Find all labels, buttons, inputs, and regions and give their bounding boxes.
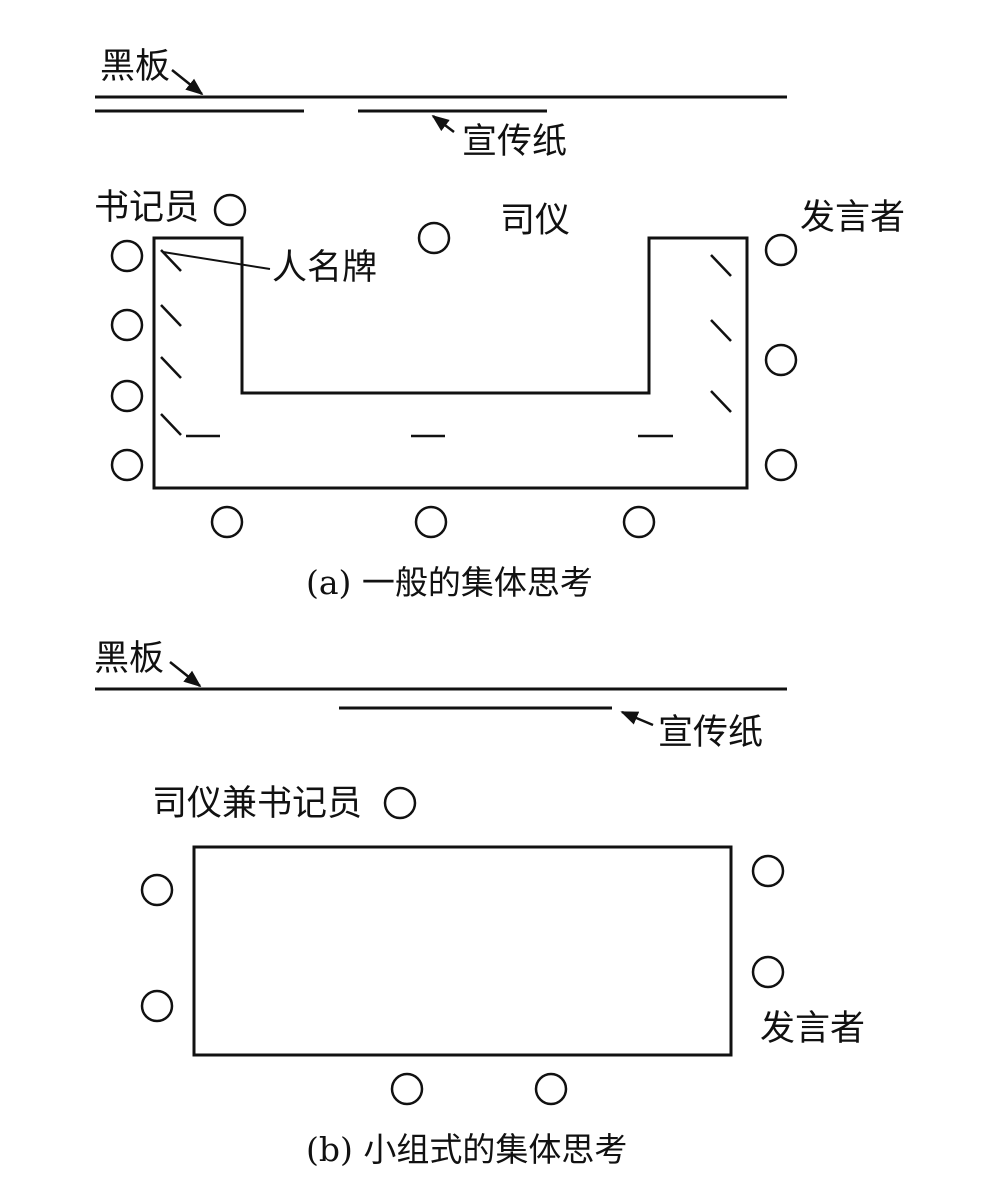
name-card xyxy=(710,254,732,277)
name-cards-a xyxy=(160,249,732,438)
name-card xyxy=(160,356,182,379)
recorder-label-a: 书记员 xyxy=(94,188,199,228)
seat xyxy=(140,989,174,1023)
caption-a: (a) 一般的集体思考 xyxy=(306,563,593,602)
moderator-recorder-label-b: 司仪兼书记员 xyxy=(152,784,362,824)
name-card xyxy=(160,413,182,436)
blackboard-arrow-b xyxy=(169,661,202,688)
poster-paper-label-b: 宣传纸 xyxy=(658,713,763,753)
seat-speaker xyxy=(751,955,785,989)
name-card xyxy=(710,390,732,413)
moderator-label-a: 司仪 xyxy=(500,201,570,241)
poster-paper-arrow-b xyxy=(620,710,654,727)
blackboard-label-a: 黑板 xyxy=(100,47,170,87)
seats-b xyxy=(140,786,785,1106)
name-card xyxy=(710,319,732,342)
seat xyxy=(534,1072,568,1106)
rectangular-table xyxy=(192,845,733,1057)
seat xyxy=(622,505,656,539)
seat xyxy=(414,505,448,539)
seat xyxy=(110,379,144,413)
seat-moderator xyxy=(417,221,451,255)
seat-speaker xyxy=(764,233,798,267)
speaker-label-b: 发言者 xyxy=(760,1009,865,1049)
seat-recorder xyxy=(213,193,247,227)
seats-a xyxy=(110,193,798,539)
name-card xyxy=(160,304,182,327)
name-card-leader-a xyxy=(162,251,271,270)
poster-paper-label-a: 宣传纸 xyxy=(462,122,567,162)
seat xyxy=(140,873,174,907)
name-card xyxy=(160,249,182,272)
seat xyxy=(764,343,798,377)
diagram-b: 黑板 宣传纸 司仪兼书记员 发言者 (b) 小组式的集体思考 xyxy=(94,639,865,1169)
seat xyxy=(110,239,144,273)
caption-b: (b) 小组式的集体思考 xyxy=(306,1130,627,1169)
seat xyxy=(751,854,785,888)
seat xyxy=(110,308,144,342)
seat xyxy=(110,448,144,482)
speaker-label-a: 发言者 xyxy=(800,198,905,238)
poster-paper-arrow-a xyxy=(431,114,455,133)
u-shaped-table xyxy=(152,236,749,490)
name-card-label-a: 人名牌 xyxy=(272,248,377,288)
seat xyxy=(210,505,244,539)
seat-moderator-recorder xyxy=(383,786,417,820)
seat xyxy=(390,1072,424,1106)
diagram-a: 黑板 宣传纸 书记员 司仪 发言者 人名牌 xyxy=(94,47,905,602)
seat xyxy=(764,448,798,482)
blackboard-arrow-a xyxy=(171,69,204,96)
blackboard-label-b: 黑板 xyxy=(94,639,164,679)
